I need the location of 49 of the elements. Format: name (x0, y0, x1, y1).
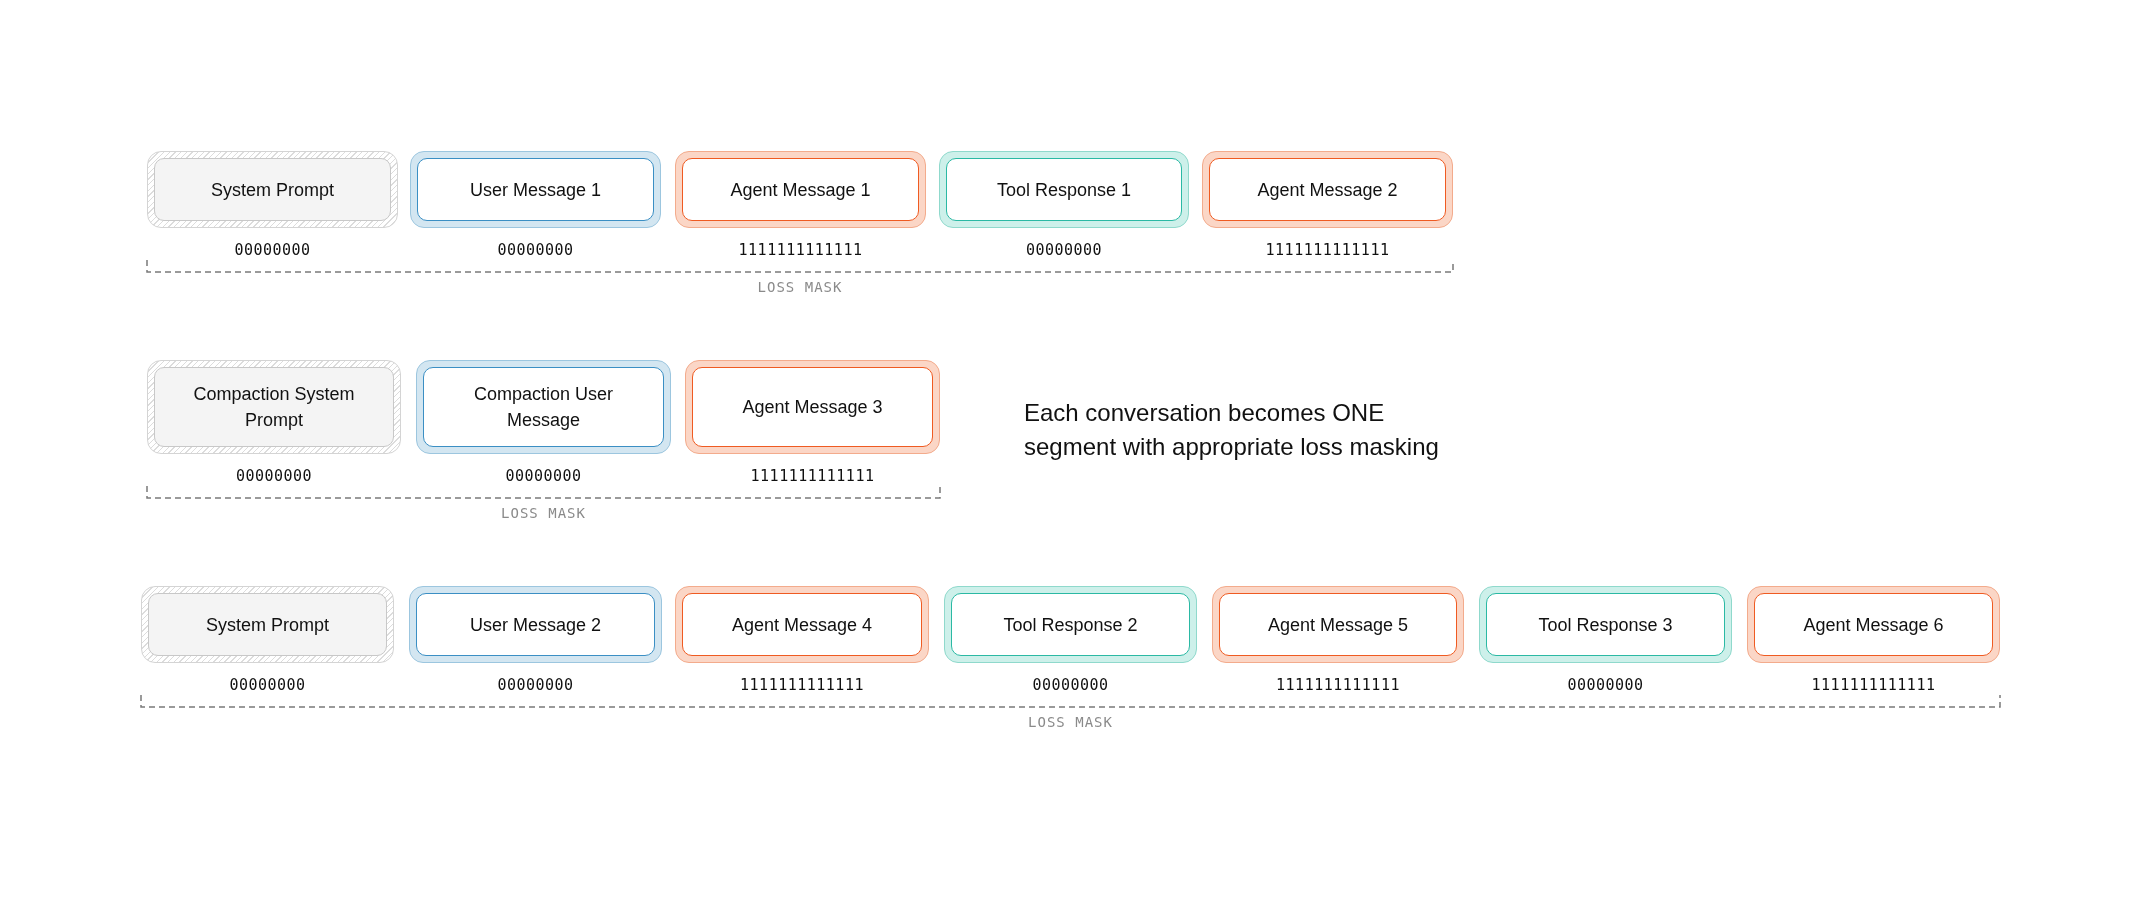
message-label: Tool Response 3 (1538, 613, 1673, 637)
message-box (409, 586, 662, 663)
mask-bits: 1111111111111 (750, 466, 875, 486)
message-box (675, 151, 926, 228)
mask-bits: 00000000 (229, 675, 306, 695)
mask-bits: 00000000 (505, 466, 582, 486)
message-box (416, 360, 671, 454)
mask-bits: 00000000 (1025, 240, 1103, 260)
loss-mask-label: LOSS MASK (1028, 713, 1113, 731)
message-label: Agent Message 3 (742, 396, 883, 419)
message-box (147, 151, 398, 228)
message-box (410, 151, 661, 228)
message-label: System Prompt (211, 178, 334, 202)
message-label: Tool Response 1 (996, 178, 1132, 202)
message-label: System Prompt (206, 613, 329, 637)
message-box (1747, 586, 2000, 663)
message-label: Compaction System Prompt (192, 383, 356, 432)
mask-bits: 1111111111111 (1276, 675, 1400, 695)
message-box (685, 360, 940, 454)
mask-bits: 1111111111111 (1811, 675, 1936, 695)
message-label: Compaction User Message (472, 383, 615, 432)
message-box (1202, 151, 1453, 228)
mask-bits: 1111111111111 (738, 240, 863, 260)
mask-bits: 00000000 (1567, 675, 1644, 695)
message-label: User Message 1 (469, 178, 602, 202)
message-box (1212, 586, 1464, 663)
mask-bits: 00000000 (235, 466, 313, 486)
message-box (939, 151, 1189, 228)
mask-bits: 00000000 (1032, 675, 1109, 695)
message-box (141, 586, 394, 663)
message-label: Agent Message 4 (731, 613, 873, 637)
mask-bits: 1111111111111 (740, 675, 864, 695)
loss-mask-label: LOSS MASK (757, 278, 843, 296)
mask-bits: 00000000 (234, 240, 311, 260)
message-box (944, 586, 1197, 663)
message-box (675, 586, 929, 663)
message-label: User Message 2 (469, 613, 602, 637)
message-label: Agent Message 2 (1257, 178, 1398, 202)
note-text: Each conversation becomes ONE segment with appropriate loss masking (1024, 398, 1440, 462)
mask-bits: 1111111111111 (1265, 240, 1390, 260)
message-label: Agent Message 5 (1267, 613, 1409, 637)
message-box (147, 360, 401, 454)
message-label: Agent Message 6 (1803, 613, 1944, 637)
message-label: Agent Message 1 (730, 178, 871, 202)
mask-bits: 00000000 (497, 675, 574, 695)
loss-mask-label: LOSS MASK (501, 504, 586, 522)
mask-bits: 00000000 (497, 240, 574, 260)
message-label: Tool Response 2 (1003, 613, 1138, 637)
message-box (1479, 586, 1732, 663)
